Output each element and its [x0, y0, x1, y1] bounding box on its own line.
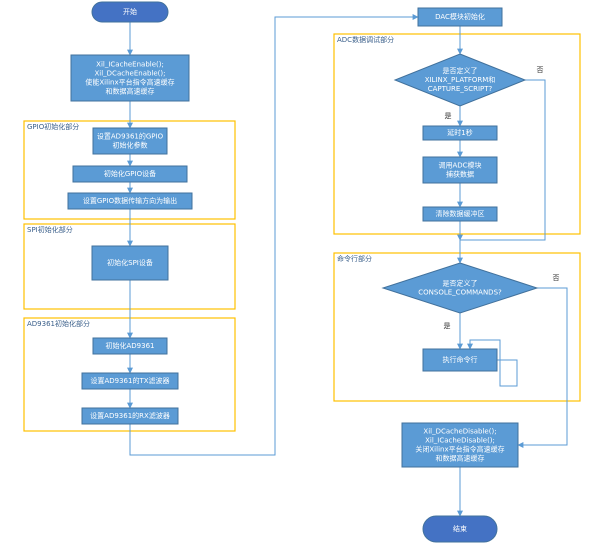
node-text-cache_dis-1: Xil_ICacheDisable();	[425, 437, 495, 445]
node-text-cache_en-2: 使能Xilinx平台指令高速缓存	[85, 78, 174, 87]
group-label-g_cmd: 命令行部分	[337, 254, 372, 263]
node-dac_init: DAC模块初始化	[417, 7, 503, 27]
group-label-g_ad: AD9361初始化部分	[27, 319, 90, 328]
node-text-dec1-0: 是否定义了	[443, 66, 478, 75]
node-text-cache_en-3: 和数据高速缓存	[106, 87, 155, 96]
node-text-tx_filter-0: 设置AD9361的TX滤波器	[90, 376, 169, 385]
group-g_adc	[333, 33, 581, 235]
node-ad_init: 初始化AD9361	[92, 337, 168, 355]
edge-exec_cmd-to-exec_cmd	[467, 339, 518, 387]
node-text-gpio_init-0: 初始化GPIO设备	[104, 169, 156, 178]
node-text-dec2-0: 是否定义了	[443, 279, 478, 288]
node-shape-delay	[422, 125, 498, 141]
group-label-g_gpio: GPIO初始化部分	[27, 122, 79, 131]
group-label-g_adc: ADC数据调试部分	[337, 35, 394, 44]
node-text-clear_buf-0: 清除数据缓冲区	[436, 209, 485, 218]
node-shape-start	[91, 1, 169, 23]
edge-label-e18: 否	[553, 274, 560, 282]
node-spi_init: 初始化SPI设备	[91, 245, 169, 281]
node-shape-cache_dis	[401, 422, 519, 468]
node-shape-end	[422, 515, 498, 543]
node-clear_buf: 清除数据缓冲区	[422, 206, 498, 222]
node-rx_filter: 设置AD9361的RX滤波器	[81, 407, 179, 425]
node-cache_en: Xil_ICacheEnable();Xil_DCacheEnable();使能…	[70, 54, 190, 102]
node-shape-exec_cmd	[422, 348, 498, 372]
node-text-spi_init-0: 初始化SPI设备	[107, 258, 153, 267]
node-text-gpio_dir-0: 设置GPIO数据传输方向为输出	[83, 196, 177, 205]
node-gpio_dir: 设置GPIO数据传输方向为输出	[67, 192, 193, 210]
node-text-end-0: 结束	[453, 524, 467, 533]
node-text-cache_dis-0: Xil_DCacheDisable();	[423, 428, 496, 436]
node-text-gpio_param-0: 设置AD9361的GPIO	[97, 132, 164, 141]
edge-rx_filter-to-dac_init	[129, 14, 419, 456]
edges-layer	[127, 14, 568, 517]
node-text-rx_filter-0: 设置AD9361的RX滤波器	[90, 411, 170, 420]
node-shape-spi_init	[91, 245, 169, 281]
node-gpio_init: 初始化GPIO设备	[72, 165, 188, 183]
node-text-cache_en-0: Xil_ICacheEnable();	[96, 61, 164, 69]
node-shape-gpio_dir	[67, 192, 193, 210]
node-shape-clear_buf	[422, 206, 498, 222]
node-shape-rx_filter	[81, 407, 179, 425]
edge-dec2-to-cache_dis	[517, 287, 568, 448]
edge-label-e16: 是	[444, 322, 451, 330]
node-text-cache_dis-3: 和数据高速缓存	[436, 454, 485, 463]
node-tx_filter: 设置AD9361的TX滤波器	[81, 372, 179, 390]
node-delay: 延时1秒	[422, 125, 498, 141]
edge-label-e11: 是	[445, 112, 452, 120]
node-text-delay-0: 延时1秒	[447, 128, 472, 137]
node-text-adc_capture-0: 调用ADC模块	[438, 161, 481, 170]
node-shape-adc_capture	[422, 156, 498, 184]
node-cache_dis: Xil_DCacheDisable();Xil_ICacheDisable();…	[401, 422, 519, 468]
node-shape-dec2	[381, 262, 539, 314]
node-text-dac_init-0: DAC模块初始化	[435, 12, 485, 21]
edge-dec1-to-dec2	[457, 79, 546, 264]
nodes-layer: 开始 Xil_ICacheEnable();Xil_DCacheEnable();…	[67, 1, 539, 543]
group-label-g_spi: SPI初始化部分	[27, 225, 73, 234]
node-text-dec1-2: CAPTURE_SCRIPT?	[428, 85, 493, 93]
node-text-cache_en-1: Xil_DCacheEnable();	[94, 70, 165, 78]
node-shape-dac_init	[417, 7, 503, 27]
node-shape-cache_en	[70, 54, 190, 102]
node-shape-ad_init	[92, 337, 168, 355]
node-shape-tx_filter	[81, 372, 179, 390]
node-shape-gpio_param	[92, 127, 168, 155]
node-shape-gpio_init	[72, 165, 188, 183]
edge-label-e12: 否	[537, 66, 544, 74]
node-text-start-0: 开始	[123, 7, 137, 16]
node-text-dec2-1: CONSOLE_COMMANDS?	[418, 289, 502, 297]
node-shape-dec1	[393, 53, 527, 107]
node-end: 结束	[422, 515, 498, 543]
node-text-adc_capture-1: 捕获数据	[446, 170, 474, 179]
node-exec_cmd: 执行命令行	[422, 348, 498, 372]
group-g_cmd	[333, 252, 581, 402]
node-text-ad_init-0: 初始化AD9361	[106, 341, 155, 350]
node-text-gpio_param-1: 初始化参数	[113, 141, 148, 150]
node-text-cache_dis-2: 关闭Xilinx平台指令高速缓存	[415, 445, 504, 454]
node-text-dec1-1: XILINX_PLATFORM和	[425, 75, 496, 84]
node-start: 开始	[91, 1, 169, 23]
node-text-exec_cmd-0: 执行命令行	[443, 355, 478, 364]
